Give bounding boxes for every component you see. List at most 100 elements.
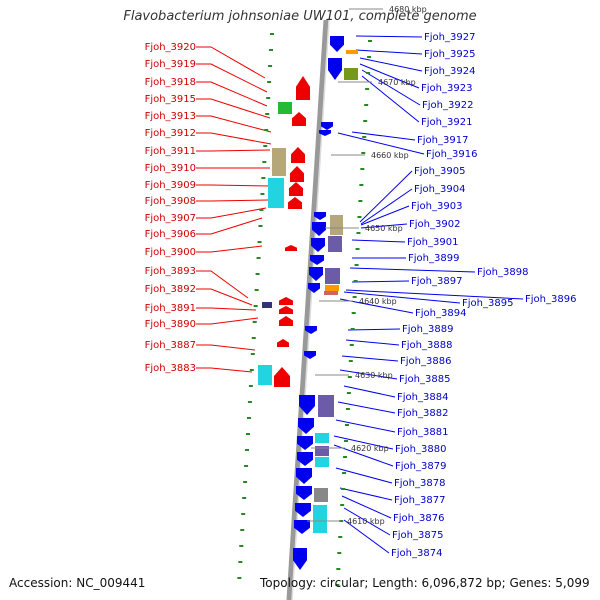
annotation-block — [278, 102, 292, 114]
gene-label: Fjoh_3909 — [145, 180, 196, 191]
label-leader-line — [347, 328, 401, 331]
forward-gene-arrow — [285, 245, 297, 251]
gene-label: Fjoh_3927 — [424, 32, 475, 43]
label-leader-line — [343, 385, 396, 398]
label-leader-line — [361, 75, 420, 123]
label-leader-line — [360, 205, 410, 226]
label-leader-line — [196, 270, 249, 299]
reverse-gene-arrow — [308, 283, 320, 293]
gene-label: Fjoh_3925 — [424, 49, 475, 60]
forward-gene-arrow — [274, 367, 290, 387]
gene-label: Fjoh_3880 — [395, 444, 446, 455]
reverse-gene-arrow — [296, 486, 312, 500]
label-leader-line — [196, 245, 263, 253]
reverse-gene-arrow — [311, 238, 325, 252]
kbp-marker: 4640 kbp — [359, 297, 397, 306]
kbp-marker: 4630 kbp — [355, 371, 393, 380]
label-leader-line — [361, 69, 421, 106]
gene-label: Fjoh_3885 — [399, 374, 450, 385]
gene-label: Fjoh_3902 — [409, 219, 460, 230]
forward-gene-arrow — [296, 76, 310, 100]
annotation-block — [330, 215, 343, 235]
label-leader-line — [345, 339, 400, 346]
gene-label: Fjoh_3896 — [525, 294, 576, 305]
label-leader-line — [355, 49, 423, 55]
label-leader-line — [351, 239, 406, 243]
accession-text: Accession: NC_009441 — [9, 576, 146, 590]
annotation-block — [315, 457, 329, 467]
forward-gene-arrow — [289, 182, 303, 196]
topology-text: Topology: circular; Length: 6,096,872 bp… — [260, 576, 590, 590]
gene-label: Fjoh_3904 — [414, 184, 465, 195]
label-leader-line — [360, 223, 408, 229]
kbp-marker: 4680 kbp — [389, 5, 427, 14]
reverse-gene-arrow — [328, 58, 342, 80]
forward-gene-arrow — [291, 147, 305, 163]
label-leader-line — [341, 355, 399, 362]
label-leader-line — [341, 495, 392, 519]
annotation-block — [324, 291, 338, 295]
gene-label: Fjoh_3915 — [145, 94, 196, 105]
label-leader-line — [196, 217, 263, 235]
reverse-gene-arrow — [295, 503, 311, 517]
gene-label: Fjoh_3905 — [414, 166, 465, 177]
gene-label: Fjoh_3907 — [145, 213, 196, 224]
label-leader-line — [355, 35, 423, 38]
reverse-gene-arrow — [294, 520, 310, 534]
gene-label: Fjoh_3883 — [145, 363, 196, 374]
gene-label: Fjoh_3884 — [397, 392, 448, 403]
reverse-gene-arrow — [310, 255, 324, 265]
label-leader-line — [196, 317, 259, 325]
annotation-block — [262, 302, 272, 308]
kbp-marker: 4670 kbp — [378, 78, 416, 87]
gene-label: Fjoh_3874 — [391, 548, 442, 559]
reverse-gene-arrow — [330, 36, 344, 52]
gene-label: Fjoh_3895 — [462, 298, 513, 309]
gene-label: Fjoh_3913 — [145, 111, 196, 122]
kbp-marker: 4620 kbp — [351, 444, 389, 453]
reverse-gene-arrow — [305, 326, 317, 334]
gene-label: Fjoh_3917 — [417, 135, 468, 146]
gene-label: Fjoh_3876 — [393, 513, 444, 524]
label-leader-line — [359, 63, 420, 89]
gene-label: Fjoh_3911 — [145, 146, 196, 157]
gene-label: Fjoh_3920 — [145, 42, 196, 53]
label-leader-line — [337, 132, 425, 155]
label-leader-line — [359, 170, 413, 223]
forward-gene-arrow — [279, 297, 293, 305]
gene-label: Fjoh_3923 — [421, 83, 472, 94]
reverse-gene-arrow — [312, 222, 326, 236]
label-leader-line — [196, 81, 268, 107]
gene-label: Fjoh_3892 — [145, 284, 196, 295]
gene-label: Fjoh_3881 — [397, 427, 448, 438]
label-leader-line — [196, 115, 272, 133]
kbp-marker: 4610 kbp — [347, 517, 385, 526]
gene-label: Fjoh_3887 — [145, 340, 196, 351]
reverse-gene-arrow — [297, 452, 313, 466]
label-leader-line — [339, 369, 398, 380]
label-leader-line — [351, 131, 416, 141]
gene-label: Fjoh_3910 — [145, 163, 196, 174]
gene-label: Fjoh_3918 — [145, 77, 196, 88]
gene-label: Fjoh_3889 — [402, 324, 453, 335]
gene-label: Fjoh_3886 — [400, 356, 451, 367]
gene-label: Fjoh_3912 — [145, 128, 196, 139]
label-leader-line — [359, 57, 423, 72]
annotation-block — [325, 268, 340, 284]
label-leader-line — [343, 519, 390, 554]
gene-label: Fjoh_3878 — [394, 478, 445, 489]
gene-label: Fjoh_3890 — [145, 319, 196, 330]
annotation-block — [344, 68, 358, 80]
label-leader-line — [196, 46, 266, 79]
reverse-gene-arrow — [304, 351, 316, 359]
gene-label: Fjoh_3894 — [415, 308, 466, 319]
gene-label: Fjoh_3875 — [392, 530, 443, 541]
reverse-gene-arrow — [297, 436, 313, 450]
label-leader-line — [196, 207, 267, 219]
label-leader-line — [349, 267, 476, 273]
gene-label: Fjoh_3901 — [407, 237, 458, 248]
forward-gene-arrow — [279, 316, 293, 326]
label-leader-line — [345, 289, 524, 300]
gene-label: Fjoh_3888 — [401, 340, 452, 351]
